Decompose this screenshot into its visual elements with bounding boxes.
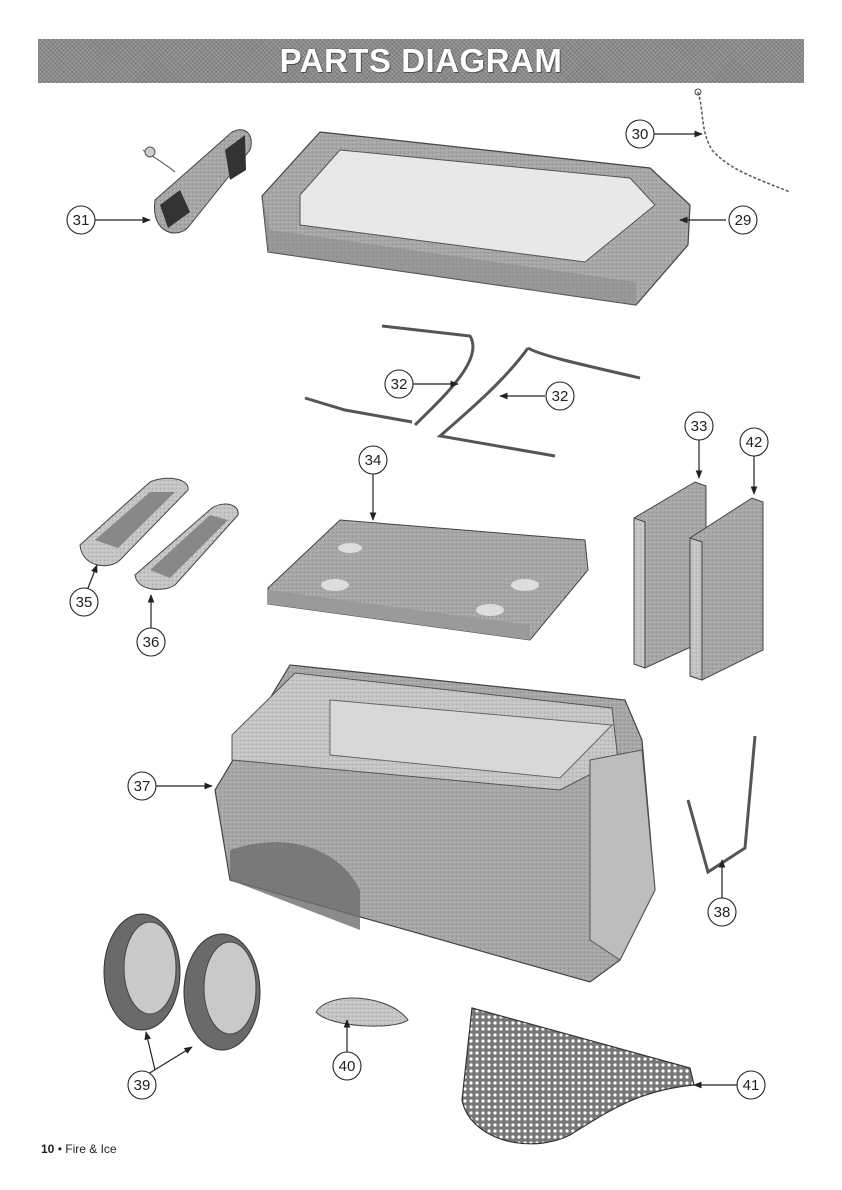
part-mesh-bag [461, 1007, 695, 1145]
callout-38: 38 [707, 897, 737, 927]
callout-35: 35 [69, 587, 99, 617]
callout-32b: 32 [545, 381, 575, 411]
callouts: 29 30 31 32 32 33 34 35 36 37 38 39 40 4… [66, 119, 769, 1100]
part-tray [267, 519, 589, 641]
part-wire-hinges [304, 324, 641, 458]
leader-lines [87, 130, 758, 1089]
part-bin-35 [79, 477, 189, 567]
svg-text:40: 40 [339, 1058, 356, 1075]
callout-40: 40 [332, 1051, 362, 1081]
svg-text:32: 32 [552, 388, 569, 405]
callout-41: 41 [736, 1070, 766, 1100]
svg-text:41: 41 [743, 1077, 760, 1094]
svg-text:34: 34 [365, 452, 382, 469]
part-cooler-body [214, 664, 656, 983]
svg-text:36: 36 [143, 634, 160, 651]
part-cap [315, 997, 409, 1027]
callout-32a: 32 [384, 369, 414, 399]
svg-text:35: 35 [76, 594, 93, 611]
svg-text:37: 37 [134, 778, 151, 795]
title-banner: PARTS DIAGRAM [38, 39, 804, 83]
callout-39: 39 [127, 1070, 157, 1100]
svg-text:42: 42 [746, 434, 763, 451]
callout-29: 29 [728, 205, 758, 235]
part-bin-36 [134, 503, 239, 590]
callout-33: 33 [684, 411, 714, 441]
svg-text:30: 30 [632, 126, 649, 143]
page-title: PARTS DIAGRAM [279, 42, 563, 79]
footer-separator: • [57, 1142, 62, 1156]
part-handle [142, 129, 252, 234]
page-number: 10 [41, 1142, 55, 1156]
svg-text:38: 38 [714, 904, 731, 921]
svg-text:31: 31 [73, 212, 90, 229]
svg-text:33: 33 [691, 418, 708, 435]
callout-36: 36 [136, 627, 166, 657]
svg-text:32: 32 [391, 376, 408, 393]
part-ice-pack-42 [689, 497, 764, 681]
part-chain [694, 88, 791, 193]
footer-product: Fire & Ice [65, 1142, 117, 1156]
part-lid-frame [261, 131, 691, 306]
callout-42: 42 [739, 427, 769, 457]
callout-30: 30 [625, 119, 655, 149]
svg-text:29: 29 [735, 212, 752, 229]
svg-text:39: 39 [134, 1077, 151, 1094]
page-footer: 10 • Fire & Ice [41, 1142, 117, 1156]
callout-37: 37 [127, 771, 157, 801]
part-wheels [103, 913, 261, 1051]
callout-31: 31 [66, 205, 96, 235]
callout-34: 34 [358, 445, 388, 475]
part-tow-handle [686, 735, 757, 875]
